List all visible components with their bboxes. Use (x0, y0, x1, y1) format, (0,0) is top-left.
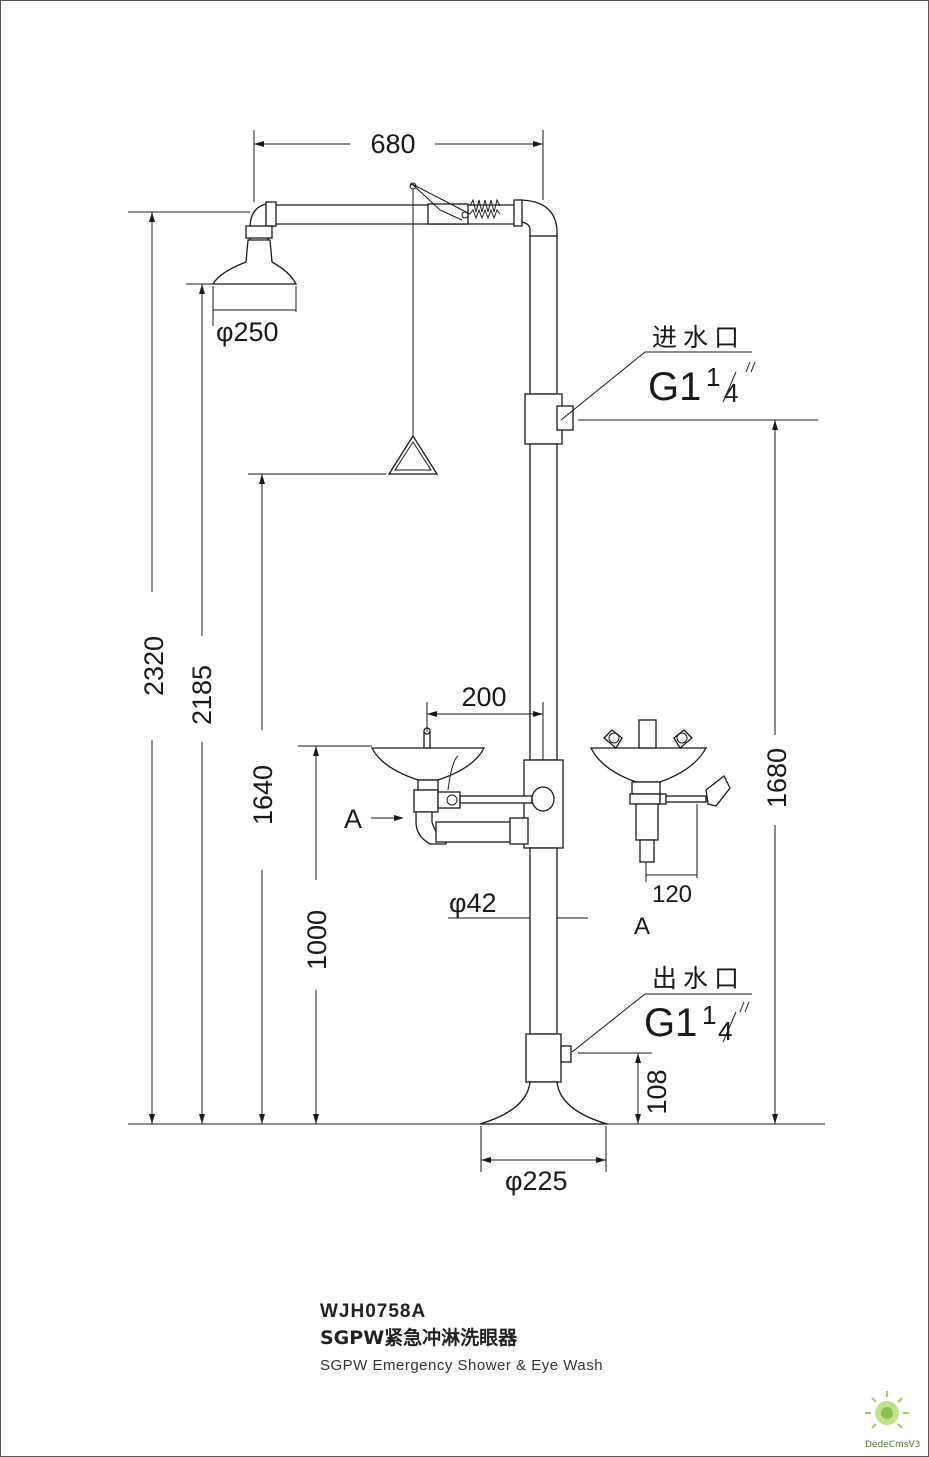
dim-total-height: 2320 (139, 636, 169, 696)
dim-bowl-offset: 200 (461, 682, 506, 712)
eyewash-bowl (370, 727, 555, 845)
side-view-a (589, 719, 731, 882)
dim-head-height: 2185 (187, 665, 217, 725)
dim-inlet-height: 1680 (762, 748, 792, 808)
inlet-thread-den: 4 (724, 378, 738, 408)
dim-side-offset: 120 (652, 881, 692, 908)
dim-head-diameter: φ250 (216, 317, 279, 347)
main-pipe (479, 235, 608, 1125)
section-label-a: A (634, 913, 650, 940)
inlet-thread-main: G1 (648, 365, 701, 409)
outlet-label: 出水口 (652, 964, 745, 993)
dim-outlet-height: 108 (642, 1069, 672, 1114)
inlet-thread-num: 1 (706, 362, 720, 392)
outlet-thread-den: 4 (718, 1016, 732, 1046)
dim-top-width: 680 (370, 129, 415, 159)
outlet-thread-main: G1 (644, 1001, 697, 1045)
model-number: WJH0758A (320, 1301, 426, 1322)
dim-bowl-height: 1000 (302, 910, 332, 970)
product-title-en: SGPW Emergency Shower & Eye Wash (320, 1357, 603, 1374)
watermark-logo: DedeCmsV3 (865, 1391, 920, 1450)
product-title-cn: SGPW紧急冲淋洗眼器 (320, 1326, 518, 1349)
shower-assembly (211, 182, 558, 475)
watermark-text: DedeCmsV3 (865, 1440, 920, 1450)
inlet-label: 进水口 (652, 323, 745, 352)
dim-pipe-diameter: φ42 (449, 888, 497, 918)
dimension-lines (128, 130, 825, 1172)
outlet-thread-num: 1 (702, 1000, 716, 1030)
dim-pull-height: 1640 (248, 765, 278, 825)
dim-base-diameter: φ225 (505, 1166, 568, 1196)
view-marker-a: A (344, 804, 362, 834)
